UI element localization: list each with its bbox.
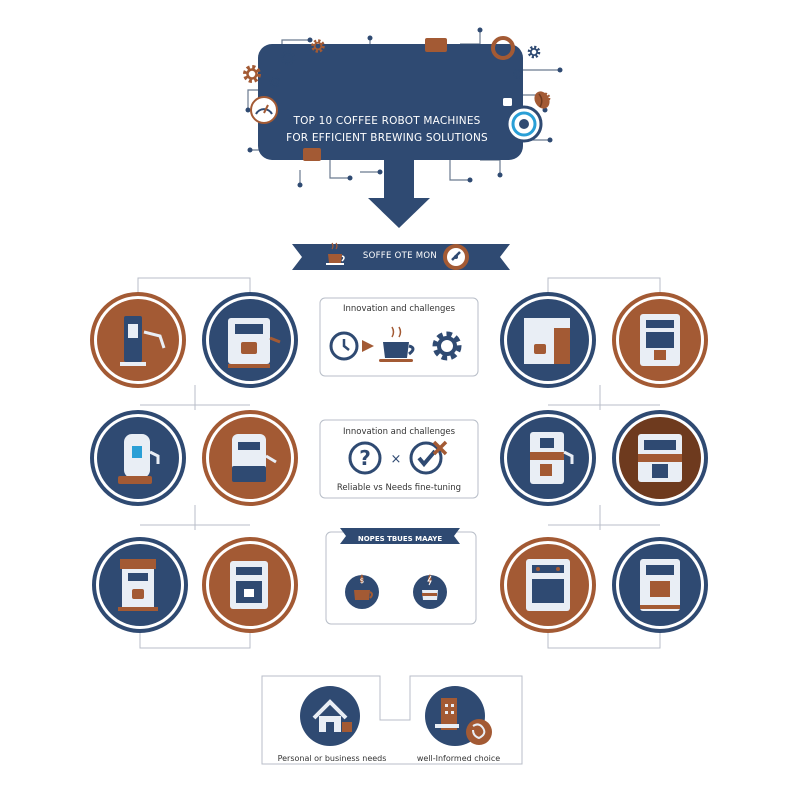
down-arrow [368, 160, 430, 228]
title-line-1: TOP 10 COFFEE ROBOT MACHINES [293, 115, 481, 127]
svg-text:?: ? [359, 446, 371, 470]
target-icon [505, 105, 543, 143]
hot-coffee-icon: $ [345, 574, 379, 609]
machine-circle-12 [612, 537, 708, 633]
title-line-2: FOR EFFICIENT BREWING SOLUTIONS [286, 132, 488, 144]
question-icon: ? [348, 441, 382, 475]
machine-circle-1 [90, 292, 186, 388]
gear-icon [432, 331, 462, 361]
machine-circle-11 [500, 537, 596, 633]
bottom-right-caption: well-Informed choice [416, 754, 501, 763]
check-icon [409, 440, 448, 475]
house-icon [300, 686, 360, 746]
header-banner [258, 44, 523, 160]
gear-icon [243, 65, 261, 83]
gauge-icon [250, 96, 278, 124]
times-icon: × [391, 452, 402, 467]
connector-lines [137, 277, 661, 649]
machine-circle-9 [500, 410, 596, 506]
circuit-dots [245, 27, 563, 188]
timer-icon [443, 244, 469, 270]
gear-icon [527, 45, 541, 59]
panel-middle-caption: Reliable vs Needs fine-tuning [336, 483, 462, 493]
machine-circle-5 [92, 537, 188, 633]
chip-icon [425, 38, 447, 52]
small-ribbon-label: NOPES TBUES MAAYE [357, 535, 443, 543]
svg-text:$: $ [360, 577, 364, 585]
machine-circle-10 [612, 410, 708, 506]
panel-bottom [325, 531, 477, 625]
panel-middle-label: Innovation and challenges [342, 427, 456, 437]
panel-middle [319, 419, 479, 499]
clock-icon [329, 331, 359, 361]
bottom-left-caption: Personal or business needs [277, 754, 387, 763]
energy-coffee-icon [413, 574, 447, 609]
machine-circle-8 [612, 292, 708, 388]
machine-circle-2 [202, 292, 298, 388]
office-brain-icon [425, 686, 492, 746]
ribbon-label: SOFFE OTE MON [362, 251, 438, 261]
page-title: TOP 10 COFFEE ROBOT MACHINES FOR EFFICIE… [262, 113, 512, 147]
coffee-cup-icon [379, 326, 415, 362]
cup-icon [503, 98, 512, 106]
panel-top [319, 297, 479, 377]
coffee-cup-icon [326, 242, 345, 265]
chip-icon [303, 148, 321, 161]
machine-circle-7 [500, 292, 596, 388]
bottom-frame [261, 675, 523, 765]
coffee-bean-icon [534, 91, 550, 109]
ring-icon [491, 36, 515, 60]
machine-circle-3 [90, 410, 186, 506]
machine-circle-4 [202, 410, 298, 506]
arrow-icon [362, 340, 374, 352]
small-ribbon [340, 528, 460, 544]
panel-top-label: Innovation and challenges [342, 304, 456, 314]
machine-circle-6 [202, 537, 298, 633]
